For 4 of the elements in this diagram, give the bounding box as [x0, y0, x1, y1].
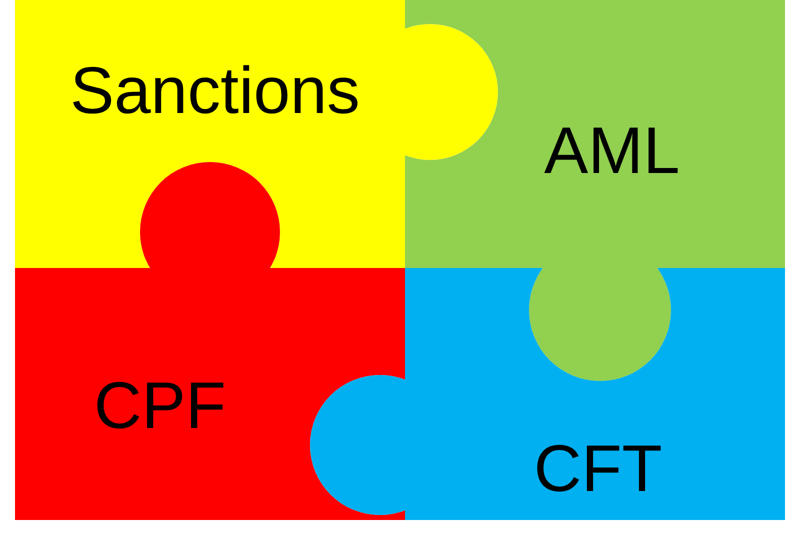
piece-label: AML	[544, 117, 680, 183]
piece-label: CPF	[94, 372, 226, 438]
piece-label: CFT	[534, 435, 662, 501]
piece-label: Sanctions	[70, 57, 360, 123]
